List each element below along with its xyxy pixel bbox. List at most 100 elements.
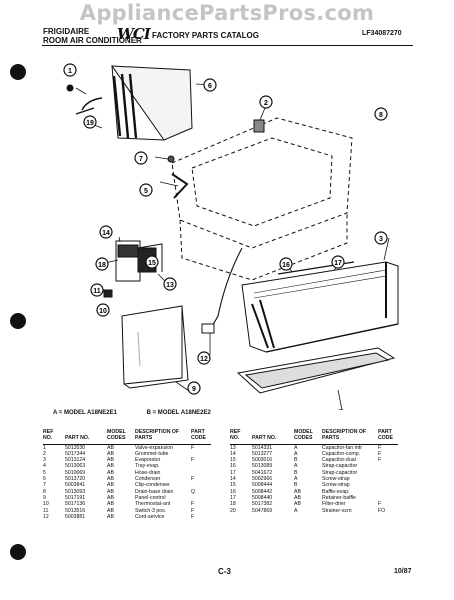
power-cord	[209, 247, 243, 331]
cell-part-no: 5017136	[65, 501, 86, 508]
cell-part-no: 5013530	[65, 444, 86, 451]
callout-13: 13	[163, 277, 177, 291]
cell-part-no: 5002966	[252, 476, 273, 483]
exploded-parts-diagram: 1 2 3 4 5 6 7 8 9 10 11 12 13 14 15 16 1…	[63, 63, 399, 410]
cell-part-no: 5003016	[252, 457, 273, 464]
cell-part-no: 5017382	[252, 501, 273, 508]
callout-3: 3	[374, 231, 388, 245]
cell-part-code: F	[378, 444, 382, 451]
cell-model-code: AB	[107, 482, 114, 489]
cell-description: Cord-service	[135, 513, 165, 520]
callout-14: 14	[99, 225, 113, 239]
cell-ref-no: 17	[230, 494, 236, 501]
cell-ref-no: 14	[230, 476, 236, 483]
cell-description: Filter-drier	[322, 501, 346, 508]
cell-ref-no: 15	[230, 457, 236, 464]
header-brand-block: FRIGIDAIRE ROOM AIR CONDITIONER	[43, 27, 142, 45]
cell-description: Drain-base drain	[135, 488, 174, 495]
callout-16: 16	[279, 257, 293, 271]
callout-6: 6	[203, 78, 217, 92]
table-header-row: REF NO. PART NO. MODEL CODES DESCRIPTION…	[230, 429, 398, 445]
cell-ref-no: 17	[230, 469, 236, 476]
cell-ref-no: 16	[230, 488, 236, 495]
punch-hole-middle	[10, 313, 26, 329]
punch-hole-top	[10, 64, 26, 80]
callout-11: 11	[90, 283, 104, 297]
punch-hole-bottom	[10, 544, 26, 560]
cell-part-no: 5008440	[252, 494, 273, 501]
svg-text:3: 3	[379, 236, 383, 243]
col-model-codes: MODEL CODES	[107, 429, 135, 445]
wci-logo: WCI	[117, 25, 151, 43]
cell-model-code: AB	[294, 494, 301, 501]
svg-text:6: 6	[208, 83, 212, 90]
svg-text:14: 14	[102, 230, 110, 237]
catalog-title: FACTORY PARTS CATALOG	[152, 31, 259, 40]
cell-part-no: 5013089	[252, 463, 273, 470]
cell-part-no: 5003881	[65, 513, 86, 520]
cell-part-code: F	[378, 501, 382, 508]
cell-part-no: 5008442	[252, 488, 273, 495]
watermark: AppliancePartsPros.com	[79, 1, 375, 25]
cell-part-no: 5041672	[252, 469, 273, 476]
cell-model-code: AB	[107, 501, 114, 508]
cell-part-no: 5013124	[65, 457, 86, 464]
cell-model-code: AB	[107, 469, 114, 476]
cell-model-code: AB	[107, 457, 114, 464]
svg-text:8: 8	[379, 112, 383, 119]
evaporator-tray	[236, 347, 396, 394]
col-ref-no: REF NO.	[230, 429, 252, 445]
col-model-codes: MODEL CODES	[294, 429, 322, 445]
svg-text:7: 7	[139, 156, 143, 163]
svg-text:17: 17	[334, 260, 342, 267]
header-rule	[42, 45, 413, 46]
callout-15: 15	[145, 255, 159, 269]
svg-text:11: 11	[93, 288, 101, 295]
svg-text:16: 16	[282, 262, 290, 269]
callout-19: 19	[83, 115, 97, 129]
cell-model-code: AB	[294, 501, 301, 508]
svg-text:1: 1	[68, 68, 72, 75]
condenser-coil	[66, 65, 193, 141]
cell-description: Retainer-baffle	[322, 494, 356, 501]
svg-text:9: 9	[192, 386, 196, 393]
cell-description: Tray-evap.	[135, 463, 160, 470]
cell-part-no: 5014331	[252, 444, 273, 451]
cell-model-code: B	[294, 469, 298, 476]
cell-model-code: B	[294, 482, 298, 489]
col-part-code: PART CODE	[191, 429, 211, 445]
cell-part-code: F	[191, 476, 195, 483]
cell-part-code: F	[378, 457, 382, 464]
clip	[167, 155, 175, 163]
callout-9: 9	[187, 381, 201, 395]
cell-description: Strap-capacitor	[322, 463, 358, 470]
svg-text:13: 13	[166, 282, 174, 289]
col-part-no: PART NO.	[65, 429, 107, 445]
svg-text:15: 15	[148, 260, 156, 267]
svg-text:2: 2	[264, 100, 268, 107]
callout-12: 12	[197, 351, 211, 365]
cell-description: Grommet-tube	[135, 450, 169, 457]
cell-part-no: 5047869	[252, 507, 273, 514]
cell-model-code: A	[294, 463, 298, 470]
svg-text:12: 12	[200, 356, 208, 363]
cell-part-code: F	[191, 444, 195, 451]
cell-description: Evaporator	[135, 457, 161, 464]
cell-ref-no: 5	[43, 469, 46, 476]
cell-model-code: A	[294, 450, 298, 457]
parts-table-left: REF NO. PART NO. MODEL CODES DESCRIPTION…	[43, 429, 211, 520]
cell-model-code: A	[294, 507, 298, 514]
cell-part-code: F	[191, 457, 195, 464]
product-name: ROOM AIR CONDITIONER	[43, 36, 142, 45]
